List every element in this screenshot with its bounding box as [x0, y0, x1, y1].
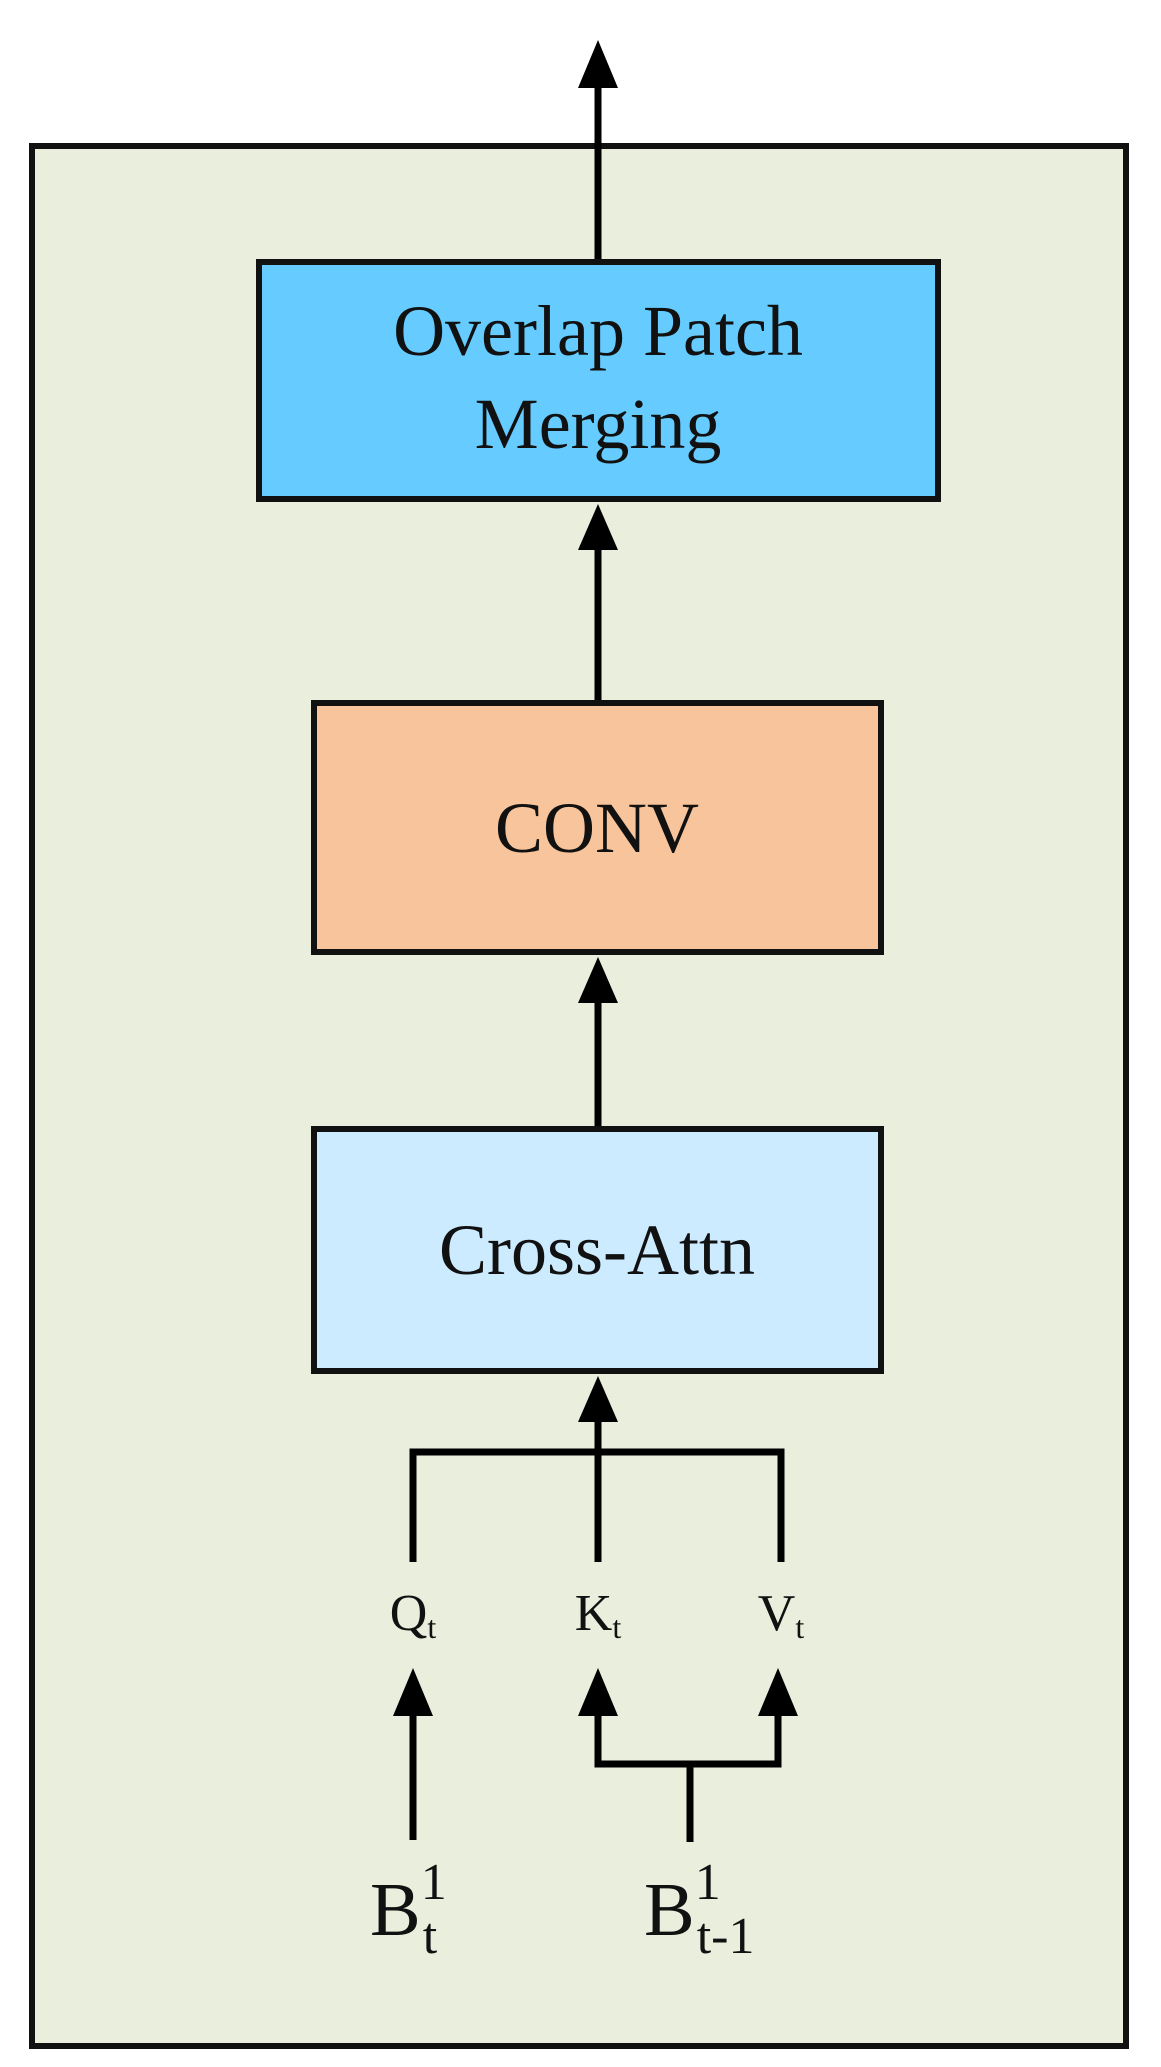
conv-label: CONV — [495, 788, 699, 868]
overlap-patch-merging-block: Overlap Patch Merging — [256, 259, 941, 502]
bprev-to-kv-arrows — [578, 1668, 798, 1842]
patch-merging-label-line1: Overlap Patch — [393, 291, 803, 371]
cross-attn-label: Cross-Attn — [439, 1210, 755, 1290]
conv-block: CONV — [311, 700, 884, 955]
patch-merging-label-line2: Merging — [475, 384, 722, 464]
v-label: Vt — [758, 1585, 805, 1645]
bt-to-q-arrow — [393, 1668, 433, 1840]
k-label: Kt — [575, 1585, 622, 1645]
cross-attn-block: Cross-Attn — [311, 1126, 884, 1374]
qkv-merge-connector — [409, 1376, 785, 1562]
attn-to-conv-arrow — [578, 957, 618, 1128]
conv-to-merging-arrow — [578, 504, 618, 702]
q-label: Qt — [390, 1585, 437, 1645]
output-arrow — [578, 40, 618, 262]
